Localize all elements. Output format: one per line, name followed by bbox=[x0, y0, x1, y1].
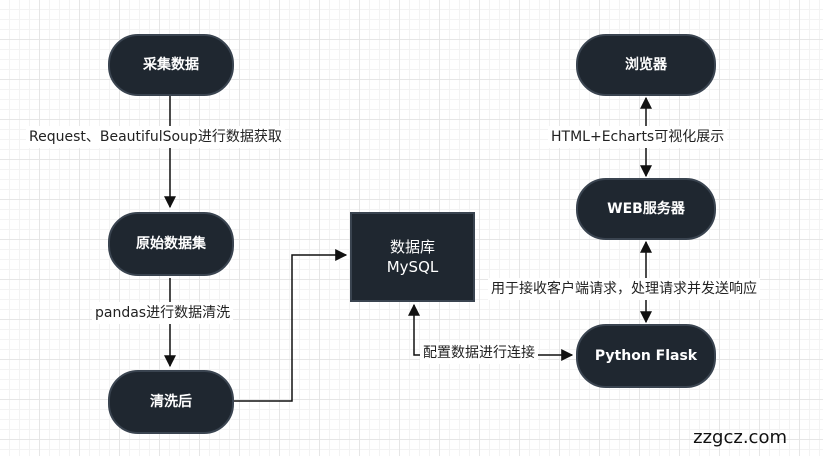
node-cleaned: 清洗后 bbox=[108, 370, 234, 434]
label-request: Request、BeautifulSoup进行数据获取 bbox=[26, 126, 285, 148]
watermark: zzgcz.com bbox=[693, 427, 787, 448]
label-pandas: pandas进行数据清洗 bbox=[92, 302, 234, 324]
node-browser: 浏览器 bbox=[576, 34, 716, 96]
node-database: 数据库 MySQL bbox=[350, 212, 475, 302]
node-collect-data: 采集数据 bbox=[108, 34, 234, 96]
label-html-echarts: HTML+Echarts可视化展示 bbox=[548, 126, 728, 148]
label-config: 配置数据进行连接 bbox=[420, 342, 538, 364]
node-python-flask: Python Flask bbox=[576, 324, 716, 388]
database-title: 数据库 bbox=[389, 237, 435, 256]
label-receive: 用于接收客户端请求，处理请求并发送响应 bbox=[488, 278, 760, 300]
edge-cleaned-to-db bbox=[233, 249, 348, 402]
node-raw-dataset: 原始数据集 bbox=[108, 212, 234, 276]
node-web-server: WEB服务器 bbox=[576, 178, 716, 240]
database-subtitle: MySQL bbox=[386, 258, 439, 276]
